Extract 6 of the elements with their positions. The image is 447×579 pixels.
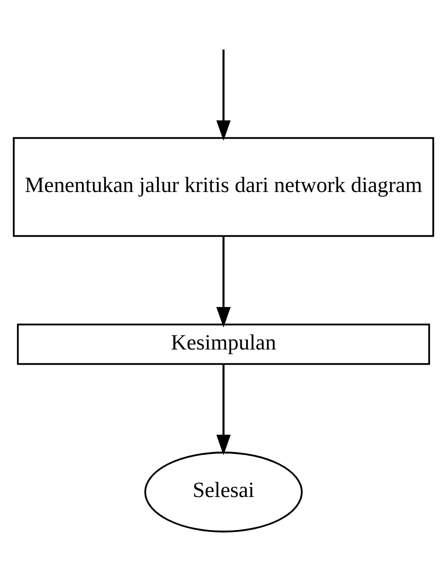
arrow [216, 236, 231, 327]
node-ellipse: Selesai [144, 451, 303, 532]
node-box: Menentukan jalur kritis dari network diagram [12, 136, 434, 236]
node-box: Kesimpulan [16, 323, 430, 364]
arrow [216, 364, 231, 455]
arrow [216, 49, 231, 140]
